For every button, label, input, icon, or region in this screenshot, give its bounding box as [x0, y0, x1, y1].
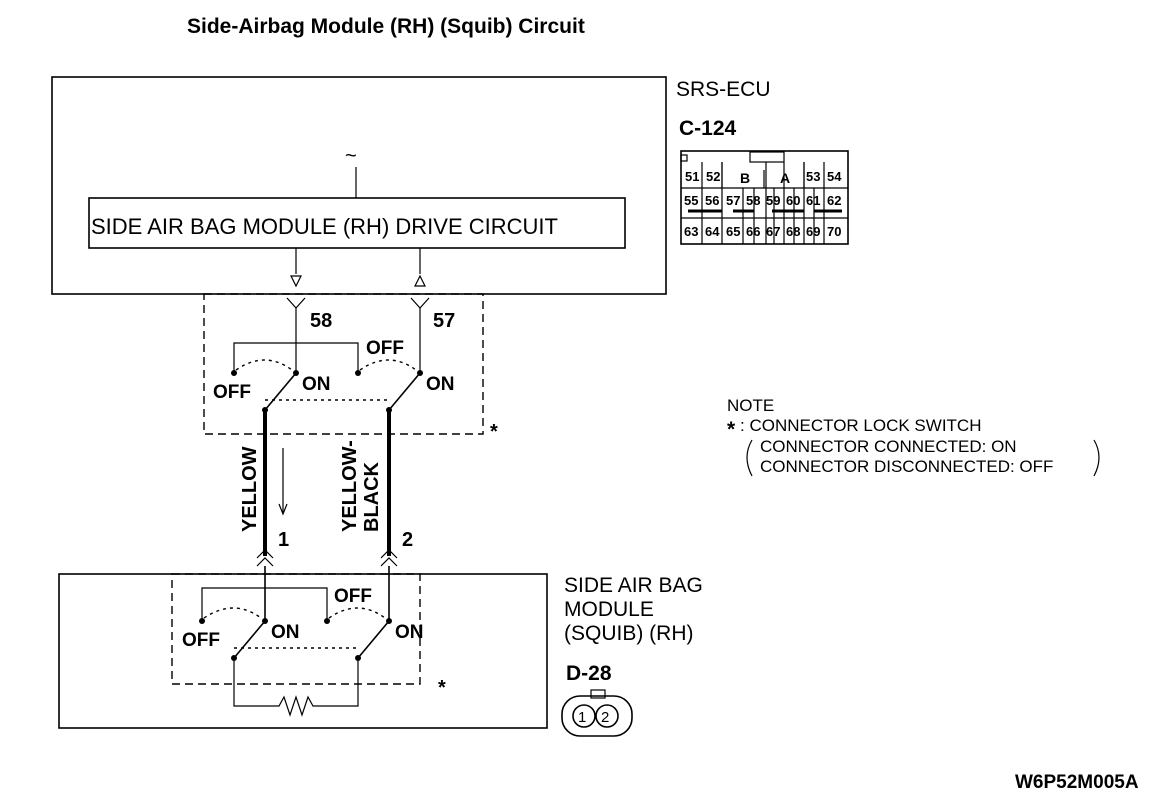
d28-connector-icon: 1 2: [561, 689, 633, 737]
grid-pin: 52: [706, 169, 720, 184]
srs-ecu-box: [51, 76, 667, 295]
note-line3: CONNECTOR DISCONNECTED: OFF: [760, 457, 1053, 476]
current-arrow-down-icon: [278, 503, 288, 516]
grid-pin: 54: [827, 169, 842, 184]
ecu-left-on-label: ON: [302, 374, 331, 395]
grid-pin: 57: [726, 193, 740, 208]
ecu-connector-face: 51 52 B A 53 54 55 56 57 58 59 60 61 62 63 64 65 6…: [680, 150, 849, 245]
drive-circuit-box: [88, 197, 626, 249]
ecu-lock-switch-star: *: [490, 421, 498, 443]
grid-pin: 63: [684, 224, 698, 239]
ecu-right-on-label: ON: [426, 374, 455, 395]
module-left-off-label: OFF: [182, 630, 220, 651]
module-lock-switch-star: *: [438, 677, 446, 699]
module-switch-right: [324, 607, 392, 661]
grid-pin: 62: [827, 193, 841, 208]
module-connector-id: D-28: [566, 662, 612, 685]
wire-right-color-label-2: BLACK: [361, 461, 383, 532]
module-switch-left: [199, 587, 328, 661]
grid-pin: 61: [806, 193, 820, 208]
grid-pin: 70: [827, 224, 841, 239]
ecu-lock-switch-box: [203, 293, 484, 435]
grid-pin: 55: [684, 193, 698, 208]
grid-pin: 53: [806, 169, 820, 184]
ecu-switch-left: [231, 342, 359, 413]
grid-pin: 68: [786, 224, 800, 239]
connector-chevron-right-icon: [380, 549, 398, 567]
grid-pin: 58: [746, 193, 760, 208]
note-heading: NOTE: [727, 396, 774, 415]
grid-pin: A: [780, 170, 790, 186]
ecu-left-off-label: OFF: [213, 382, 251, 403]
figure-code: W6P52M005A: [1015, 772, 1139, 793]
module-lock-switch-box: [171, 573, 421, 685]
wire-right-color-label-1: YELLOW-: [339, 440, 361, 532]
grid-pin: 66: [746, 224, 760, 239]
srs-ecu-label: SRS-ECU: [676, 78, 771, 101]
note-open-paren: [746, 439, 753, 477]
note-close-paren: [1093, 439, 1100, 477]
power-tilde-symbol: ~: [345, 145, 357, 167]
d28-pin-1: 1: [578, 709, 586, 726]
drive-circuit-label: SIDE AIR BAG MODULE (RH) DRIVE CIRCUIT: [91, 214, 558, 239]
note-line1: : CONNECTOR LOCK SWITCH: [740, 416, 981, 435]
pin-58-label: 58: [310, 310, 332, 332]
ecu-connector-id: C-124: [679, 117, 737, 140]
wire-left-color-label: YELLOW: [239, 446, 261, 532]
ecu-switch-right: [355, 359, 423, 413]
diagram-title: Side-Airbag Module (RH) (Squib) Circuit: [187, 15, 585, 38]
ecu-right-off-label: OFF: [366, 338, 404, 359]
input-triangle-up-icon: [414, 274, 426, 287]
pin-58-socket: [286, 297, 306, 309]
airbag-module-box: [58, 573, 548, 729]
module-right-on-label: ON: [395, 622, 424, 643]
module-label-line1: SIDE AIR BAG: [564, 574, 703, 597]
grid-pin: 67: [766, 224, 780, 239]
connector-chevron-left-icon: [256, 549, 274, 567]
module-right-off-label: OFF: [334, 586, 372, 607]
grid-pin: 64: [705, 224, 720, 239]
grid-pin: 56: [705, 193, 719, 208]
output-triangle-down-icon: [290, 275, 302, 288]
grid-pin: 69: [806, 224, 820, 239]
d28-pin-2: 2: [601, 709, 609, 726]
wire-left-pin-label: 1: [278, 529, 289, 551]
module-label-line2: MODULE: [564, 598, 654, 621]
grid-pin: 51: [685, 169, 699, 184]
note-line2: CONNECTOR CONNECTED: ON: [760, 437, 1017, 456]
grid-pin: 59: [766, 193, 780, 208]
grid-pin: 60: [786, 193, 800, 208]
module-left-on-label: ON: [271, 622, 300, 643]
module-label-line3: (SQUIB) (RH): [564, 622, 694, 645]
pin-57-socket: [410, 297, 430, 309]
squib-resistor-icon: [233, 658, 359, 717]
note-star: *: [727, 418, 736, 441]
wire-right-pin-label: 2: [402, 529, 413, 551]
pin-57-label: 57: [433, 310, 455, 332]
grid-pin: B: [740, 170, 750, 186]
grid-pin: 65: [726, 224, 740, 239]
